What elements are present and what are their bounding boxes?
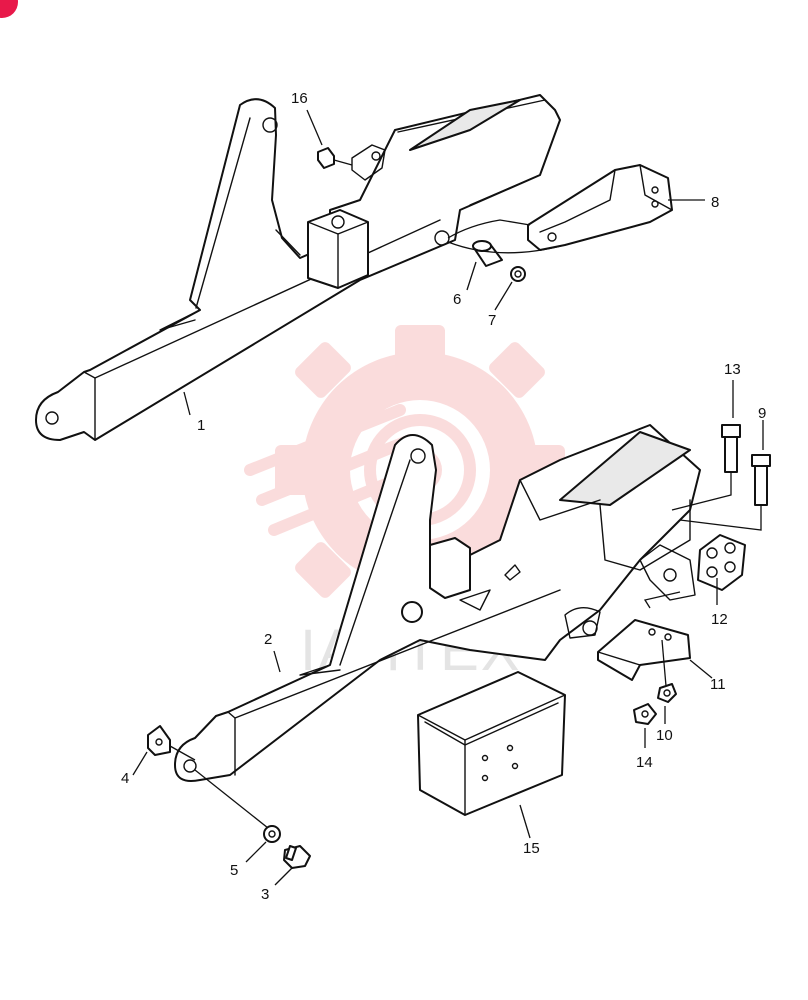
callout-11: 11	[710, 676, 726, 693]
part-9-bolt	[751, 454, 771, 506]
callout-12: 12	[711, 611, 728, 628]
part-13-bolt	[721, 424, 741, 473]
callout-8: 8	[711, 194, 719, 211]
callout-9: 9	[758, 405, 766, 422]
callout-14: 14	[636, 754, 653, 771]
part-5-washer	[263, 825, 281, 843]
part-12-shim-plate	[697, 534, 746, 591]
part-15-tray	[417, 671, 566, 816]
part-3-bolt	[283, 845, 311, 869]
callout-7: 7	[488, 312, 496, 329]
callout-labels: 1 2 3 4 5 6 7 8 9 10 11 12 13 14 15 16	[121, 90, 766, 903]
callout-1: 1	[197, 417, 205, 434]
callout-16: 16	[291, 90, 308, 107]
part-2-frame-lower	[174, 424, 701, 782]
callout-13: 13	[724, 361, 741, 378]
callout-10: 10	[656, 727, 673, 744]
callout-6: 6	[453, 291, 461, 308]
callout-3: 3	[261, 886, 269, 903]
callout-15: 15	[523, 840, 540, 857]
callout-arrows	[132, 109, 764, 886]
part-1-frame-upper	[35, 94, 561, 441]
callout-2: 2	[264, 631, 272, 648]
part-11-clamp-plate	[597, 619, 691, 681]
part-14-nut	[633, 703, 657, 725]
callout-4: 4	[121, 770, 129, 787]
corner-badge-icon	[0, 0, 18, 18]
part-6-pin	[472, 240, 503, 267]
part-7-ring	[510, 266, 526, 282]
callout-5: 5	[230, 862, 238, 879]
part-4-spacer-block	[147, 725, 171, 756]
part-8-bracket	[527, 164, 673, 251]
part-10-nut	[657, 683, 677, 703]
assembly-leader-lines	[169, 159, 762, 829]
part-16-bushing	[317, 147, 335, 169]
